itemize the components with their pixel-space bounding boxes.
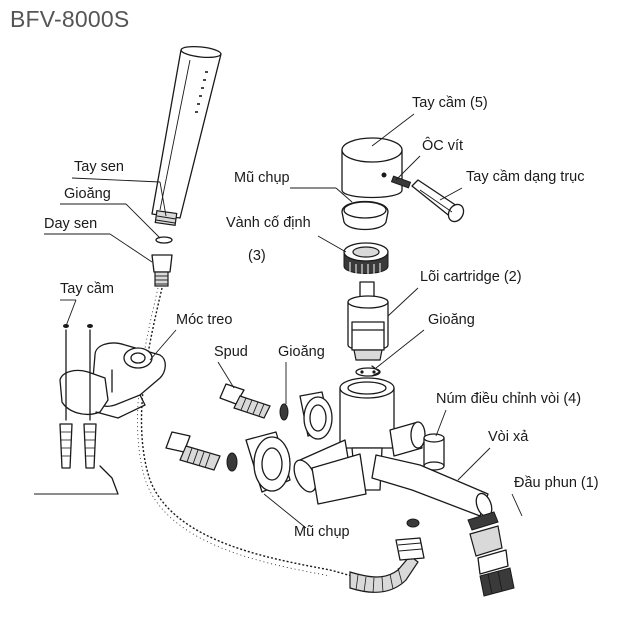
label-gioang-right: Gioăng <box>428 312 475 328</box>
set-screw <box>390 175 412 189</box>
label-vanh-co-dinh: Vành cố định <box>226 215 311 231</box>
label-tay-cam-left: Tay cầm <box>60 281 114 297</box>
aerator <box>467 511 515 597</box>
label-gioang-top: Gioăng <box>64 186 111 202</box>
leader-lines <box>34 113 523 529</box>
cartridge-gasket <box>355 365 381 377</box>
cap-ring-top <box>341 200 389 231</box>
lever-handle <box>411 179 465 223</box>
spud-lower <box>165 431 221 471</box>
hose-nut <box>151 254 173 287</box>
handle-cap <box>341 137 403 199</box>
label-voi-xa: Vòi xả <box>488 429 529 445</box>
label-oc-vit: ÔC vít <box>422 138 464 154</box>
spud-upper <box>219 383 271 419</box>
label-tay-sen: Tay sen <box>74 159 124 175</box>
label-num-dieu-chinh: Núm điều chỉnh vòi (4) <box>436 391 582 407</box>
label-vanh-number: (3) <box>248 248 266 264</box>
label-loi-cartridge: Lõi cartridge (2) <box>420 269 522 285</box>
label-dau-phun: Đầu phun (1) <box>514 475 599 491</box>
valve-body <box>293 377 426 505</box>
label-mu-chup-top: Mũ chụp <box>234 170 290 186</box>
label-moc-treo: Móc treo <box>176 312 233 328</box>
cartridge <box>347 281 389 361</box>
label-spud: Spud <box>214 344 248 360</box>
hand-shower <box>151 45 222 227</box>
wall-hook <box>59 342 166 419</box>
label-tay-cam-5: Tay cầm (5) <box>412 95 488 111</box>
cover-cap-lower <box>245 431 291 493</box>
label-mu-chup-bottom: Mũ chụp <box>294 524 350 540</box>
spud-gasket-upper <box>279 403 289 421</box>
wall-screws <box>59 324 119 495</box>
cover-cap-upper <box>299 391 333 440</box>
label-gioang-mid: Gioăng <box>278 344 325 360</box>
spud-gasket-lower <box>226 452 238 472</box>
retaining-ring <box>343 242 389 275</box>
label-day-sen: Day sen <box>44 216 98 232</box>
label-tay-cam-dang-truc: Tay cầm dạng trục <box>466 169 585 185</box>
hose-end-fitting <box>349 518 425 594</box>
hose-gasket <box>155 236 173 244</box>
diverter-knob <box>423 433 445 471</box>
model-title: BFV-8000S <box>10 6 130 32</box>
